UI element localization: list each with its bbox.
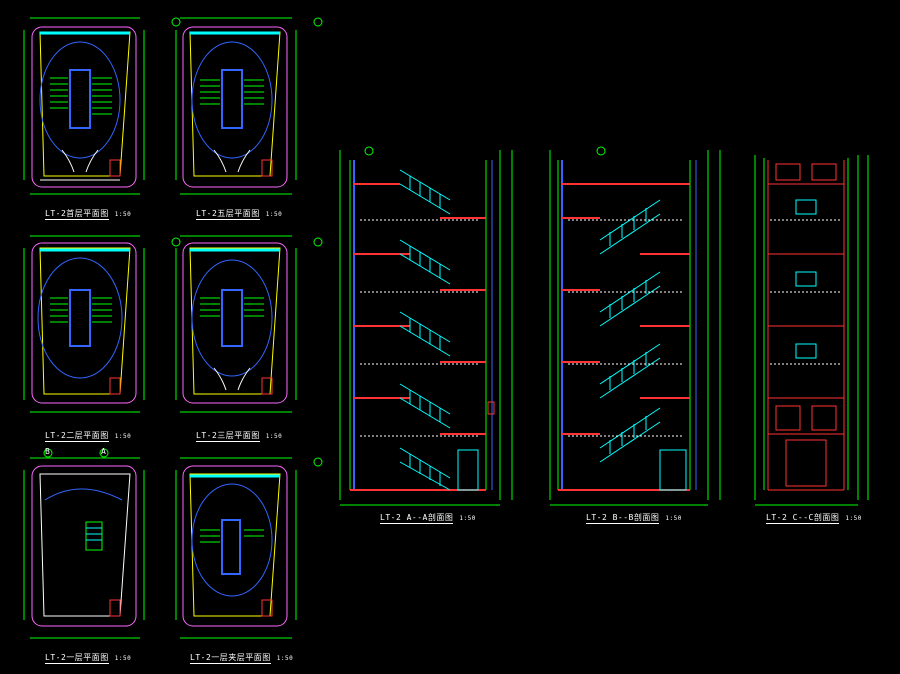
section-a-a: [339, 146, 513, 506]
grid-marker-a: A: [101, 447, 107, 456]
plan-2nd-floor: [23, 235, 181, 413]
plan-mezzanine: [175, 457, 323, 639]
section-b-b: [549, 146, 721, 506]
section-c-c: [754, 155, 869, 506]
plan-1st-floor-alt: [23, 448, 145, 639]
plan-3rd-floor: [175, 235, 323, 413]
grid-marker-b: B: [45, 447, 51, 456]
plan-5th-floor: [175, 17, 323, 195]
plan-1st-floor: [23, 17, 181, 195]
